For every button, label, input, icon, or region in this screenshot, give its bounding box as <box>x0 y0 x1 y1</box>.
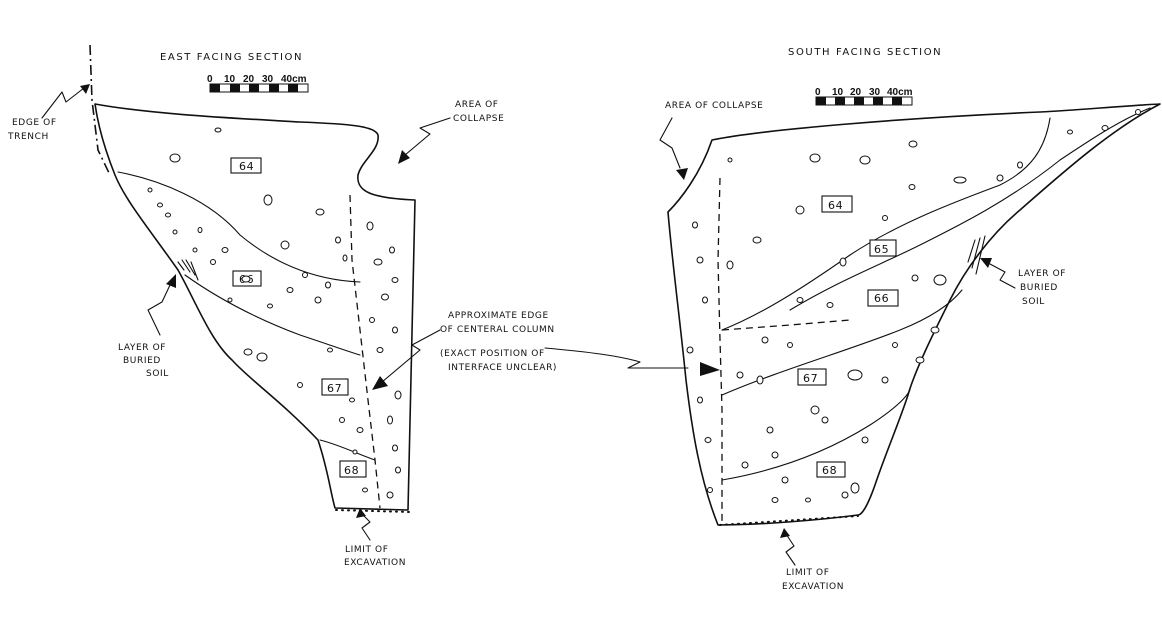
south-buried-soil-arrow <box>989 263 1016 289</box>
south-boundary-66-67 <box>721 289 963 396</box>
east-area-of-collapse-annotation: AREA OF COLLAPSE <box>398 100 504 164</box>
east-collapse-arrow <box>404 117 451 156</box>
central-note-line3: (EXACT POSITION OF <box>440 349 545 359</box>
east-buried-soil-hatch <box>177 259 199 281</box>
east-boundary-67-68 <box>319 439 376 461</box>
south-buried-soil-annotation: LAYER OF BURIED SOIL <box>980 258 1066 307</box>
east-buried-soil-line2: BURIED <box>123 356 161 366</box>
south-boundary-65-66 <box>789 107 1151 311</box>
south-context-67: 67 <box>803 372 818 385</box>
central-note-line1: APPROXIMATE EDGE <box>448 311 549 321</box>
south-scale-10: 10 <box>832 87 844 98</box>
east-edge-of-trench-line1: EDGE OF <box>12 118 57 128</box>
east-context-64-box <box>230 157 262 174</box>
south-collapse-line1: AREA OF COLLAPSE <box>665 101 763 111</box>
east-excavation-limit-line <box>335 509 411 513</box>
east-scale-10: 10 <box>224 74 236 85</box>
east-context-67-box <box>321 378 349 396</box>
south-context-64: 64 <box>828 199 843 212</box>
east-context-68: 68 <box>344 464 359 477</box>
south-context-64-box <box>821 195 853 213</box>
south-scale-bar: 0 10 20 30 40cm <box>815 87 913 106</box>
east-section-outline <box>94 103 416 511</box>
south-scale-40: 40cm <box>887 87 913 98</box>
south-section-title: SOUTH FACING SECTION <box>788 47 942 58</box>
east-context-64: 64 <box>239 160 254 173</box>
south-context-67-box <box>797 368 827 386</box>
south-context-65-box <box>869 239 897 257</box>
east-scale-30: 30 <box>262 74 274 85</box>
east-scale-0: 0 <box>207 74 213 85</box>
central-note-arrow-left <box>381 329 441 383</box>
central-column-note: APPROXIMATE EDGE OF CENTERAL COLUMN (EXA… <box>372 311 720 390</box>
south-boundary-67-68 <box>721 389 911 481</box>
central-note-arrow-right <box>544 347 689 369</box>
south-buried-soil-line2: BURIED <box>1020 283 1058 293</box>
south-section-outline <box>667 103 1161 526</box>
east-buried-soil-line1: LAYER OF <box>118 343 166 353</box>
east-context-67: 67 <box>327 382 342 395</box>
south-section: SOUTH FACING SECTION 0 10 20 30 40cm <box>659 47 1161 592</box>
south-boundary-dashed-64-66 <box>721 319 851 331</box>
east-limit-of-excavation-annotation: LIMIT OF EXCAVATION <box>344 508 406 568</box>
south-limit-arrow <box>785 533 796 566</box>
south-collapse-arrow <box>659 117 681 169</box>
south-limit-line1: LIMIT OF <box>786 568 830 578</box>
east-context-68-box <box>339 460 367 478</box>
south-context-66: 66 <box>874 292 889 305</box>
south-context-66-box <box>867 289 899 307</box>
east-buried-soil-line3: SOIL <box>146 369 169 379</box>
east-boundary-64-66 <box>117 171 361 283</box>
south-limit-line2: EXCAVATION <box>782 582 844 592</box>
east-collapse-line2: COLLAPSE <box>453 114 504 124</box>
east-scale-bar: 0 10 20 30 40cm <box>207 74 309 93</box>
east-buried-soil-annotation: LAYER OF BURIED SOIL <box>118 274 176 379</box>
south-central-column-line <box>717 177 723 525</box>
south-scale-30: 30 <box>869 87 881 98</box>
east-collapse-line1: AREA OF <box>455 100 499 110</box>
south-boundary-64-65 <box>721 117 1051 331</box>
central-note-line2: OF CENTERAL COLUMN <box>440 325 555 335</box>
south-limit-of-excavation-annotation: LIMIT OF EXCAVATION <box>780 528 844 592</box>
east-stones <box>147 127 402 499</box>
east-boundary-66-67 <box>184 274 361 356</box>
east-buried-soil-arrow <box>147 284 171 336</box>
south-buried-soil-hatch <box>967 235 986 275</box>
east-scale-40: 40cm <box>281 74 307 85</box>
south-context-68-box <box>816 461 846 478</box>
south-context-68: 68 <box>822 464 837 477</box>
east-trench-edge-line <box>89 44 111 176</box>
south-area-of-collapse-annotation: AREA OF COLLAPSE <box>659 101 763 180</box>
east-edge-of-trench-arrow <box>41 87 85 119</box>
central-note-line4: INTERFACE UNCLEAR) <box>448 363 557 373</box>
south-scale-0: 0 <box>815 87 821 98</box>
south-context-65: 65 <box>874 243 889 256</box>
east-section: EAST FACING SECTION 0 10 20 30 40cm <box>7 44 504 568</box>
east-section-title: EAST FACING SECTION <box>160 52 303 63</box>
south-scale-20: 20 <box>850 87 862 98</box>
south-stones <box>686 109 1141 503</box>
south-excavation-limit-line <box>719 515 859 526</box>
south-buried-soil-line1: LAYER OF <box>1018 269 1066 279</box>
east-limit-line1: LIMIT OF <box>345 545 389 555</box>
south-buried-soil-line3: SOIL <box>1022 297 1045 307</box>
east-central-column-line <box>349 194 381 509</box>
east-limit-line2: EXCAVATION <box>344 558 406 568</box>
east-edge-of-trench-line2: TRENCH <box>7 132 49 142</box>
east-edge-of-trench-annotation: EDGE OF TRENCH <box>7 84 90 142</box>
east-scale-20: 20 <box>243 74 255 85</box>
east-limit-arrow <box>361 513 371 541</box>
